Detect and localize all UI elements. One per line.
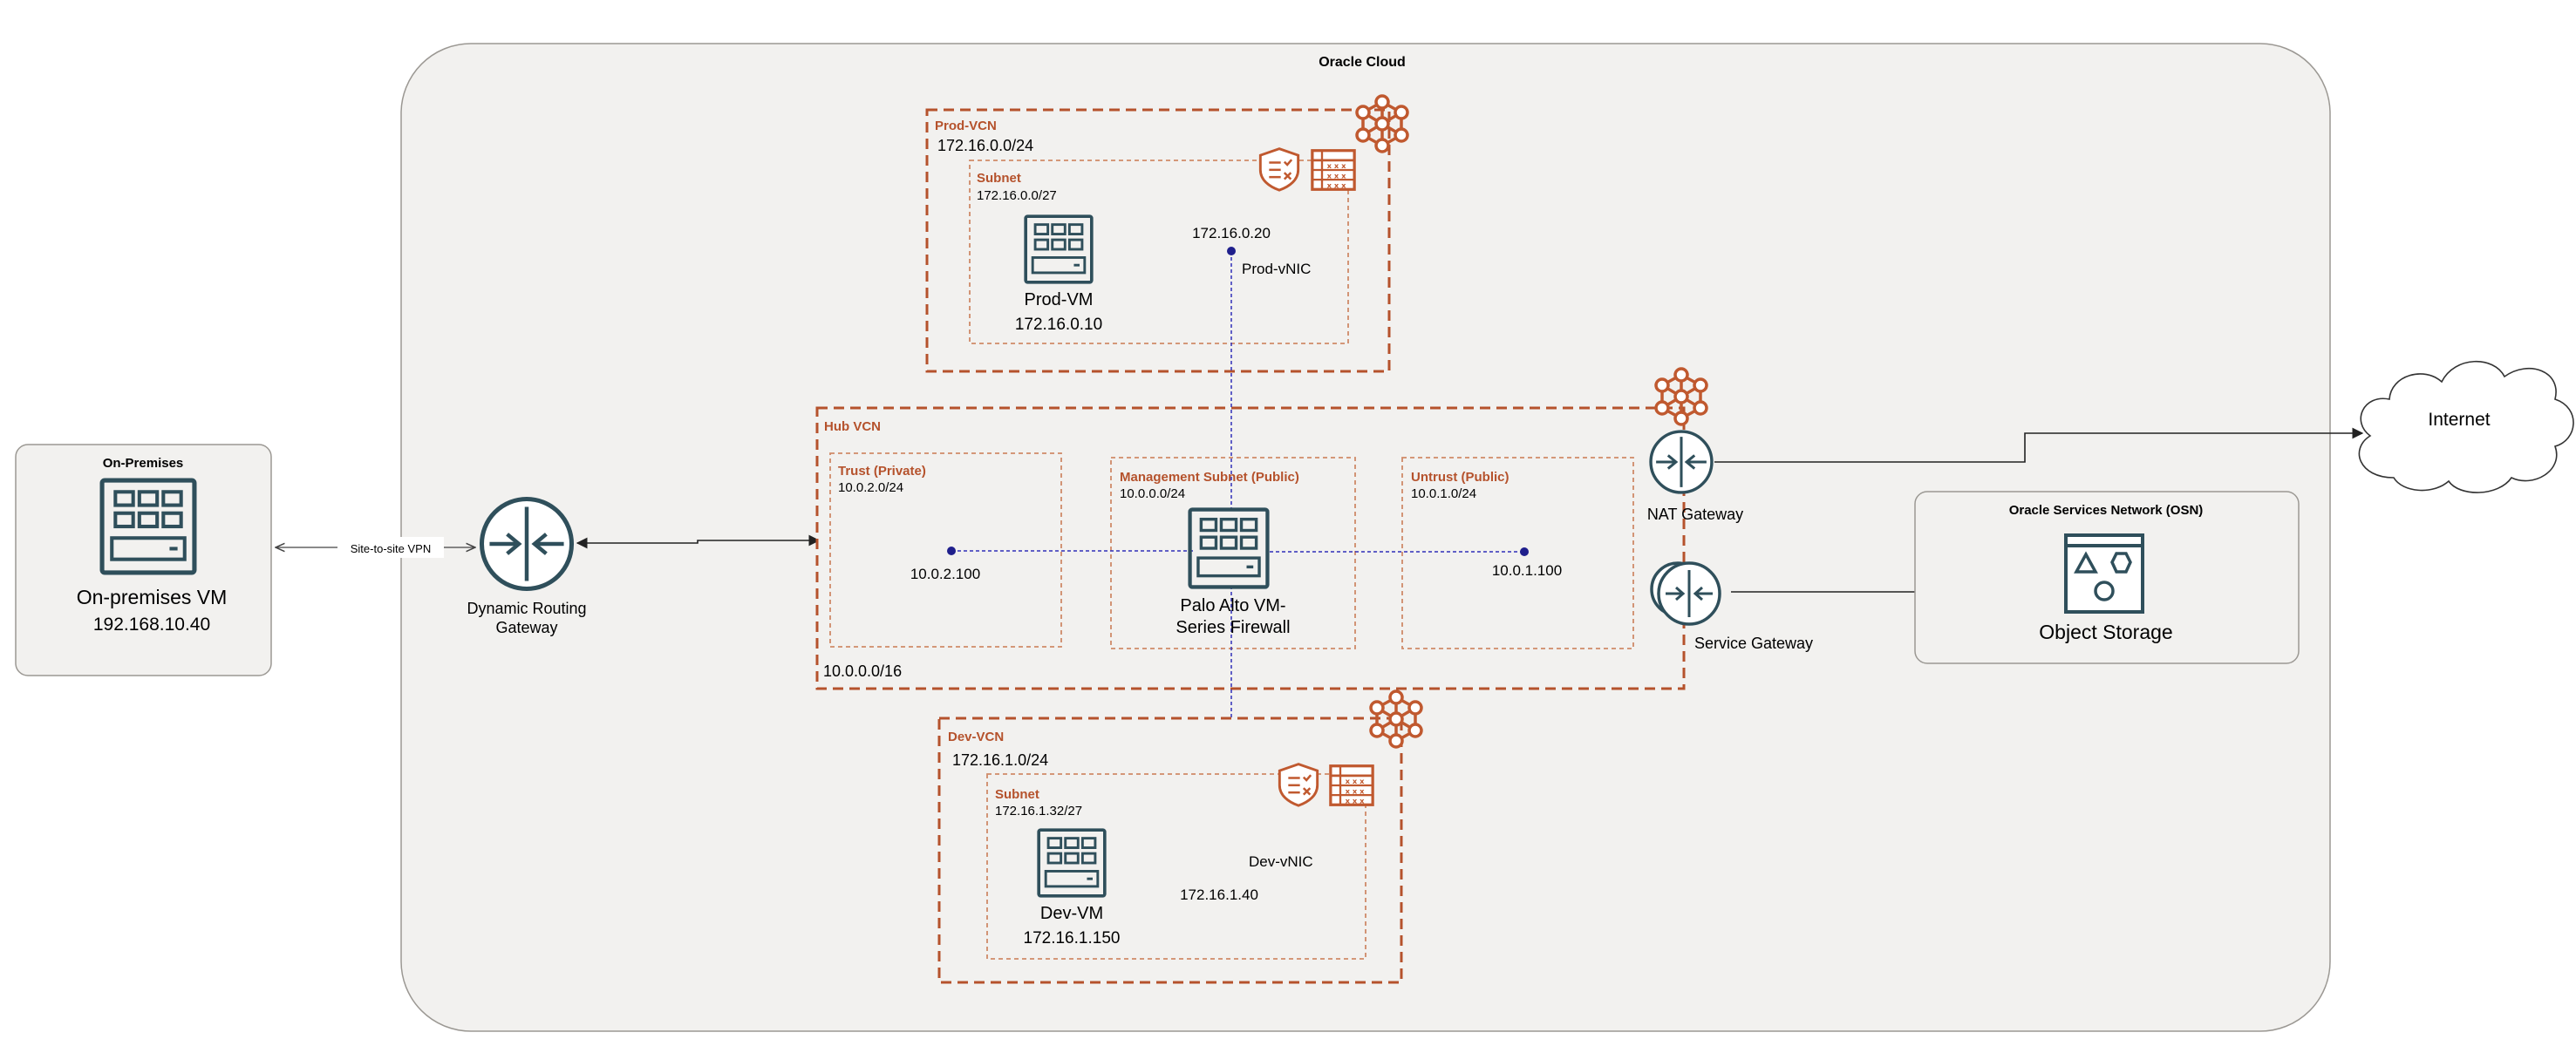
- prod-subnet-box: [969, 160, 1349, 344]
- firewall-label-line2: Series Firewall: [1176, 618, 1290, 637]
- management-subnet-title: Management Subnet (Public): [1120, 470, 1299, 485]
- prod-vm-name: Prod-VM: [1025, 290, 1094, 309]
- osn-title: Oracle Services Network (OSN): [2009, 503, 2204, 518]
- dev-route-table-icon: [1329, 764, 1374, 807]
- on-premises-vm-name: On-premises VM: [77, 586, 228, 608]
- dev-vnic-ip: 172.16.1.40: [1180, 886, 1258, 903]
- oracle-cloud-title: Oracle Cloud: [1319, 55, 1406, 70]
- dev-subnet-box: [986, 773, 1366, 960]
- object-storage-icon: [2064, 533, 2144, 614]
- nat-gateway-label: NAT Gateway: [1647, 506, 1743, 523]
- internet-label: Internet: [2428, 410, 2490, 430]
- trust-subnet-cidr: 10.0.2.0/24: [838, 480, 903, 495]
- drg-label-line1: Dynamic Routing: [467, 600, 586, 617]
- prod-vm-ip: 172.16.0.10: [1015, 316, 1102, 334]
- vpn-label: Site-to-site VPN: [351, 542, 431, 555]
- service-gateway-label: Service Gateway: [1694, 635, 1813, 652]
- untrust-ip: 10.0.1.100: [1492, 562, 1562, 579]
- untrust-subnet-box: [1401, 457, 1634, 649]
- prod-vcn-cidr: 172.16.0.0/24: [937, 137, 1033, 154]
- prod-route-table-icon: [1311, 149, 1356, 192]
- dev-vm-name: Dev-VM: [1040, 904, 1103, 923]
- service-gateway-icon: [1650, 561, 1721, 626]
- untrust-subnet-title: Untrust (Public): [1411, 470, 1509, 485]
- prod-vcn-title: Prod-VCN: [935, 119, 997, 133]
- drg-hub-link: [576, 534, 821, 549]
- management-subnet-box: [1110, 457, 1356, 649]
- trust-dot: [947, 547, 956, 555]
- nat-internet-link: [1714, 427, 2364, 463]
- drg-label-line2: Gateway: [495, 619, 557, 636]
- prod-security-list-icon: [1258, 147, 1300, 192]
- on-premises-vm-ip: 192.168.10.40: [93, 615, 210, 635]
- trust-ip: 10.0.2.100: [910, 566, 980, 582]
- on-premises-title: On-Premises: [103, 456, 184, 471]
- prod-subnet-title: Subnet: [977, 171, 1021, 186]
- dev-vcn-cidr: 172.16.1.0/24: [952, 751, 1048, 769]
- prod-vnic-dot: [1227, 247, 1236, 255]
- prod-vnic-name: Prod-vNIC: [1242, 261, 1311, 277]
- trust-subnet-title: Trust (Private): [838, 464, 926, 479]
- dev-vcn-box: [937, 717, 1403, 984]
- dev-vcn-title: Dev-VCN: [948, 730, 1004, 744]
- untrust-dot: [1520, 547, 1529, 556]
- dev-vm-ip: 172.16.1.150: [1024, 929, 1121, 948]
- hub-vcn-cidr: 10.0.0.0/16: [823, 662, 902, 680]
- dev-security-list-icon: [1278, 763, 1319, 807]
- drg-icon: [481, 499, 571, 588]
- hub-vcn-title: Hub VCN: [824, 419, 881, 434]
- internet-cloud: [2358, 360, 2574, 493]
- dev-subnet-title: Subnet: [995, 787, 1039, 802]
- prod-vnic-ip: 172.16.0.20: [1192, 225, 1271, 241]
- prod-subnet-cidr: 172.16.0.0/27: [977, 188, 1057, 203]
- object-storage-label: Object Storage: [2039, 621, 2172, 643]
- management-subnet-cidr: 10.0.0.0/24: [1120, 486, 1185, 501]
- nat-gateway-icon: [1649, 430, 1714, 494]
- firewall-label-line1: Palo Alto VM-: [1180, 596, 1285, 615]
- untrust-subnet-cidr: 10.0.1.0/24: [1411, 486, 1476, 501]
- dev-subnet-cidr: 172.16.1.32/27: [995, 804, 1082, 818]
- dev-vnic-name: Dev-vNIC: [1249, 853, 1313, 870]
